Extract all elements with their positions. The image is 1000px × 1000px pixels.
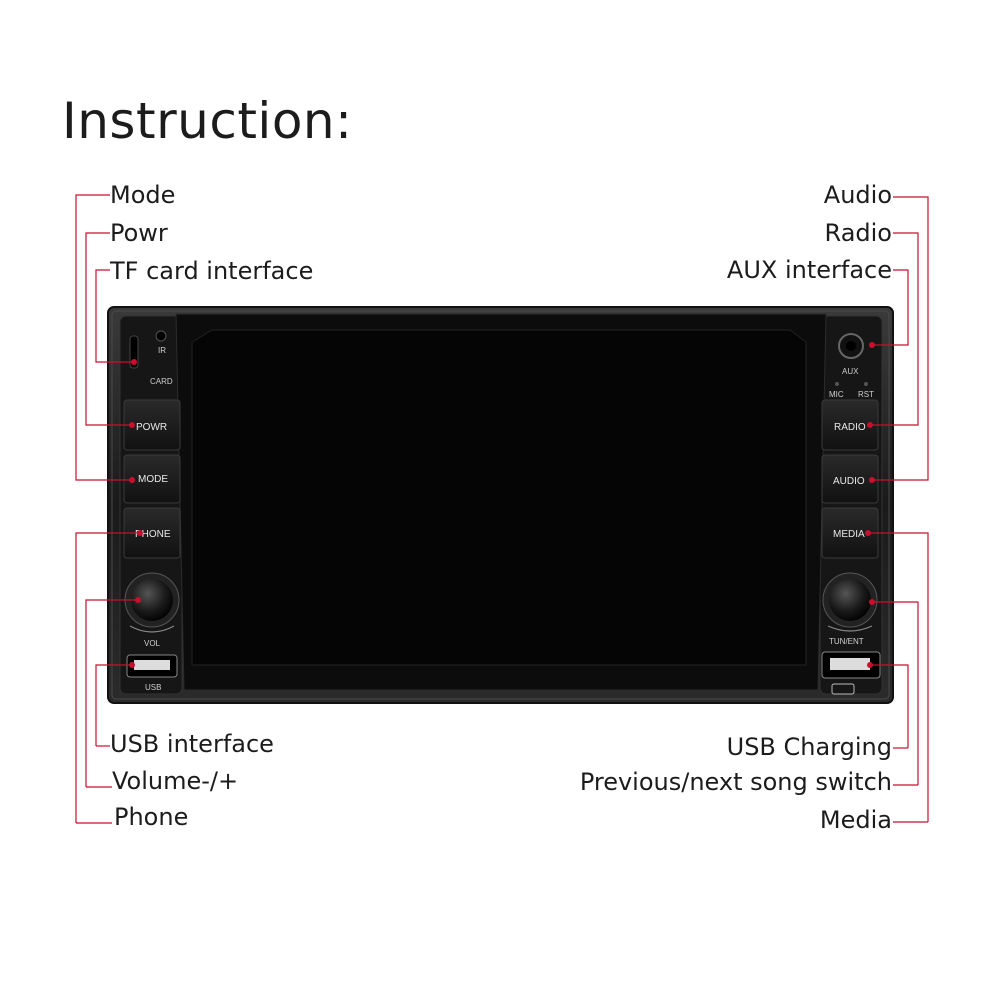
phone-text: PHONE (135, 529, 171, 540)
usb-text: USB (145, 683, 161, 692)
rst-text: RST (858, 390, 874, 399)
label-prev-next: Previous/next song switch (579, 768, 892, 796)
label-aux-interface: AUX interface (726, 256, 892, 284)
mode-button[interactable] (123, 454, 181, 504)
mic-text: MIC (829, 390, 844, 399)
label-mode: Mode (110, 181, 176, 209)
ir-sensor (155, 330, 167, 342)
ir-text: IR (158, 346, 166, 355)
battery-icon (831, 683, 855, 695)
right-callout-dots (865, 342, 875, 668)
label-audio: Audio (823, 181, 892, 209)
label-radio: Radio (824, 219, 892, 247)
card-text: CARD (150, 377, 173, 386)
label-usb-interface: USB interface (110, 730, 274, 758)
tun-ent-text: TUN/ENT (829, 637, 864, 646)
vol-text: VOL (144, 639, 161, 648)
label-power: Powr (110, 219, 168, 247)
radio-text: RADIO (834, 422, 866, 433)
left-button-panel (119, 315, 183, 695)
left-callout-dots (129, 359, 143, 668)
tune-knob[interactable] (829, 579, 871, 621)
label-phone: Phone (114, 803, 189, 831)
right-callout-lines (868, 196, 929, 823)
audio-button[interactable] (821, 454, 879, 504)
mode-text: MODE (138, 474, 168, 485)
label-volume: Volume-/+ (112, 767, 239, 795)
label-usb-charging: USB Charging (726, 733, 892, 761)
media-text: MEDIA (833, 529, 865, 540)
powr-text: POWR (136, 422, 167, 433)
volume-knob[interactable] (131, 579, 173, 621)
label-media: Media (819, 806, 892, 834)
display-screen (191, 329, 807, 666)
audio-text: AUDIO (833, 476, 865, 487)
label-tf-card: TF card interface (110, 257, 314, 285)
left-callout-lines (75, 194, 140, 824)
aux-text: AUX (842, 367, 859, 376)
page-title: Instruction: (62, 92, 353, 150)
